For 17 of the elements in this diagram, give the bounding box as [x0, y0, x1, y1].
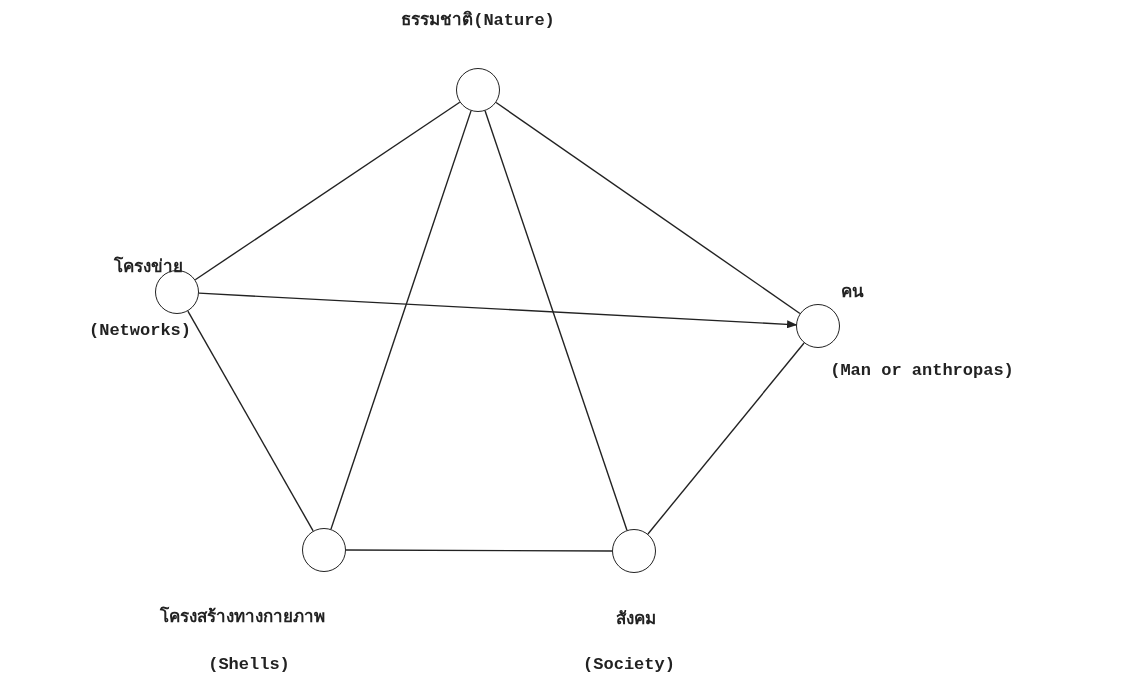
connector-line	[194, 101, 461, 281]
node-label: (Society)	[583, 654, 675, 674]
node-label: โครงสร้างทางกายภาพ	[159, 605, 325, 629]
node-label: สังคม	[616, 608, 656, 631]
node-label: โครงข่าย	[113, 255, 183, 279]
connector-line	[647, 342, 805, 535]
connector-line	[330, 110, 472, 530]
connector-line	[345, 549, 613, 552]
node-label: คน	[840, 281, 864, 304]
node-label: (Man or anthropas)	[830, 360, 1014, 380]
connector-line	[187, 310, 314, 532]
node-label: ธรรมชาติ(Nature)	[401, 9, 555, 32]
connector-line	[495, 101, 801, 315]
node-label: (Networks)	[89, 320, 191, 340]
connector-line	[198, 292, 798, 329]
connector-line	[484, 110, 628, 531]
node-label: (Shells)	[208, 654, 290, 674]
